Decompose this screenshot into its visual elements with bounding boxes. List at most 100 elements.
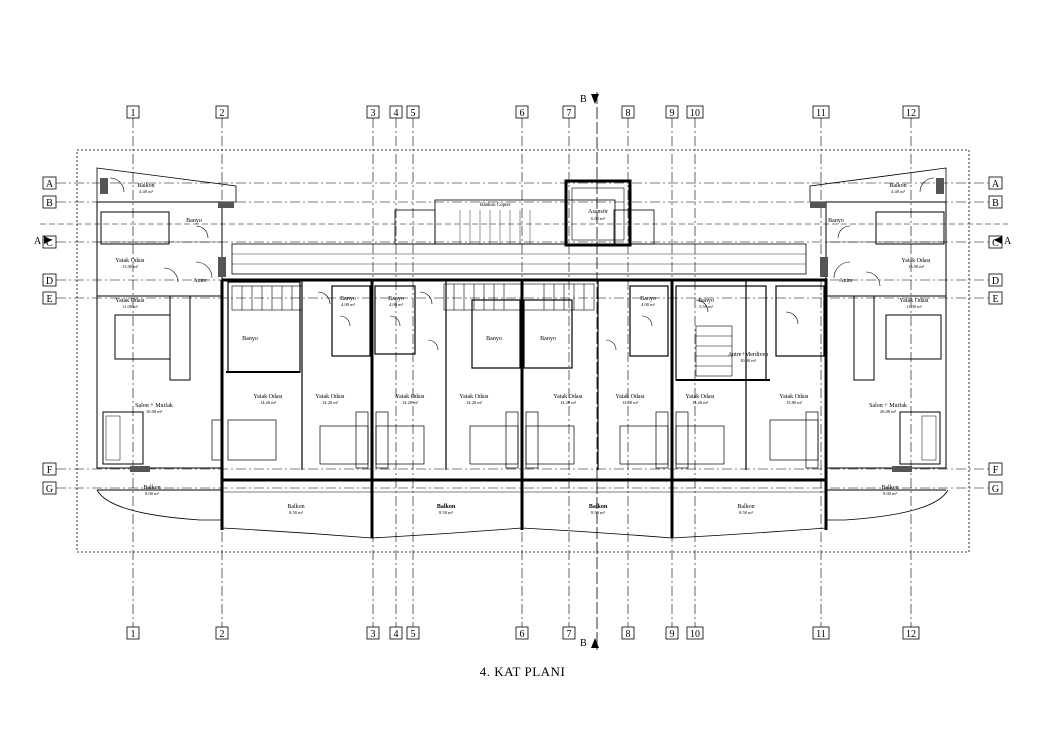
wall-hatches xyxy=(100,178,944,472)
room-area: 4.40 m² xyxy=(139,189,154,194)
room-label: Yatak Odası xyxy=(901,258,931,264)
room-area: 26.00 m² xyxy=(880,409,897,414)
svg-text:A: A xyxy=(992,179,1000,190)
plan-boundary xyxy=(76,149,970,553)
svg-text:D: D xyxy=(46,276,53,287)
room-area: 14.20 m² xyxy=(466,400,483,405)
svg-text:4: 4 xyxy=(394,108,399,119)
corridor-band xyxy=(231,199,807,275)
room-area: 8.50 m² xyxy=(591,510,606,515)
svg-text:B: B xyxy=(46,198,53,209)
room-area: 16.00 m² xyxy=(146,409,163,414)
axis-4-top: 4 xyxy=(389,105,403,119)
axis-G-left: G xyxy=(42,481,57,495)
axis-B-right: B xyxy=(988,195,1003,209)
axis-2-top: 2 xyxy=(215,105,229,119)
axis-9-top: 9 xyxy=(665,105,679,119)
room-area: 8.00 m² xyxy=(145,491,160,496)
room-label: Yatak Odası xyxy=(553,394,583,400)
plan-title: 4. KAT PLANI xyxy=(479,664,566,679)
balcony-outlines xyxy=(96,489,949,539)
svg-text:5: 5 xyxy=(411,108,416,119)
left-wing xyxy=(96,167,237,491)
room-area: 10.00 m² xyxy=(740,358,757,363)
axis-11-bottom: 11 xyxy=(812,626,830,640)
axis-F-left: F xyxy=(42,462,57,476)
room-label: Balkon xyxy=(589,504,608,510)
elevator-shaft xyxy=(564,179,632,247)
room-label: Balkon xyxy=(137,183,154,189)
room-area: 8.50 m² xyxy=(439,510,454,515)
room-area: 8.50 m² xyxy=(289,510,304,515)
room-label: Balkon xyxy=(437,504,456,510)
svg-text:1: 1 xyxy=(131,629,136,640)
svg-text:12: 12 xyxy=(906,108,916,119)
room-area: 4.00 m² xyxy=(341,302,356,307)
room-label: Banyo xyxy=(540,336,556,342)
top-corridor-label: Bahkon Copter xyxy=(480,203,511,208)
svg-text:10: 10 xyxy=(690,629,700,640)
room-area: 3.50 m² xyxy=(699,304,714,309)
svg-text:G: G xyxy=(992,484,999,495)
room-label: Balkon xyxy=(889,183,906,189)
room-labels: Balkon 4.40 m² Banyo Yatak Odası 13.00 m… xyxy=(115,183,931,515)
svg-text:C: C xyxy=(992,238,999,249)
stairs xyxy=(231,283,733,377)
room-area: 15.80 m² xyxy=(786,400,803,405)
room-label: Banyo xyxy=(698,298,714,304)
svg-text:B: B xyxy=(580,94,587,105)
room-area: 4.40 m² xyxy=(891,189,906,194)
svg-text:9: 9 xyxy=(670,629,675,640)
svg-text:B: B xyxy=(580,638,587,649)
svg-text:12: 12 xyxy=(906,629,916,640)
axis-12-bottom: 12 xyxy=(902,626,920,640)
room-label: Yatak Odası xyxy=(253,394,283,400)
svg-text:C: C xyxy=(46,238,53,249)
room-label: Yatak Odası xyxy=(899,298,929,304)
svg-text:6: 6 xyxy=(520,629,525,640)
room-area: 14.20 m² xyxy=(260,400,277,405)
room-area: 13.00 m² xyxy=(122,264,139,269)
svg-text:B: B xyxy=(992,198,999,209)
axis-D-right: D xyxy=(988,273,1003,287)
room-label: Banyo xyxy=(486,336,502,342)
room-label: Banyo xyxy=(186,218,202,224)
room-label: Antre xyxy=(193,278,207,284)
svg-text:A: A xyxy=(34,236,42,247)
room-label: Antre xyxy=(839,278,853,284)
door-swings xyxy=(109,177,935,351)
svg-text:G: G xyxy=(46,484,53,495)
axis-1-top: 1 xyxy=(126,105,140,119)
svg-text:E: E xyxy=(992,294,998,305)
axis-A-right: A xyxy=(988,176,1003,190)
bedroom-furniture xyxy=(211,411,819,469)
svg-text:6: 6 xyxy=(520,108,525,119)
section-mark-b-bottom: B xyxy=(580,638,599,649)
axis-10-top: 10 xyxy=(686,105,704,119)
svg-text:3: 3 xyxy=(371,629,376,640)
room-label: Asansör xyxy=(588,209,608,215)
room-label: Yatak Odası xyxy=(395,394,425,400)
svg-text:3: 3 xyxy=(371,108,376,119)
room-area: 4.00 m² xyxy=(389,302,404,307)
room-label: Banyo xyxy=(640,296,656,302)
axis-3-bottom: 3 xyxy=(366,626,380,640)
room-label: Banyo xyxy=(242,336,258,342)
room-area: 4.00 m² xyxy=(641,302,656,307)
room-area: 11.00 m² xyxy=(906,304,923,309)
room-area: 6.00 m² xyxy=(591,216,606,221)
svg-text:A: A xyxy=(46,179,54,190)
axis-B-left: B xyxy=(42,195,57,209)
svg-text:D: D xyxy=(992,276,999,287)
svg-text:10: 10 xyxy=(690,108,700,119)
room-label: Yatak Odası xyxy=(685,394,715,400)
room-area: 11.00 m² xyxy=(122,304,139,309)
axis-E-left: E xyxy=(42,291,57,305)
svg-text:F: F xyxy=(47,465,53,476)
room-label: Balkon xyxy=(881,485,898,491)
room-label: Yatak Odası xyxy=(459,394,489,400)
axis-1-bottom: 1 xyxy=(126,626,140,640)
room-label: Yatak Odası xyxy=(315,394,345,400)
svg-text:A: A xyxy=(1004,236,1012,247)
axis-D-left: D xyxy=(42,273,57,287)
